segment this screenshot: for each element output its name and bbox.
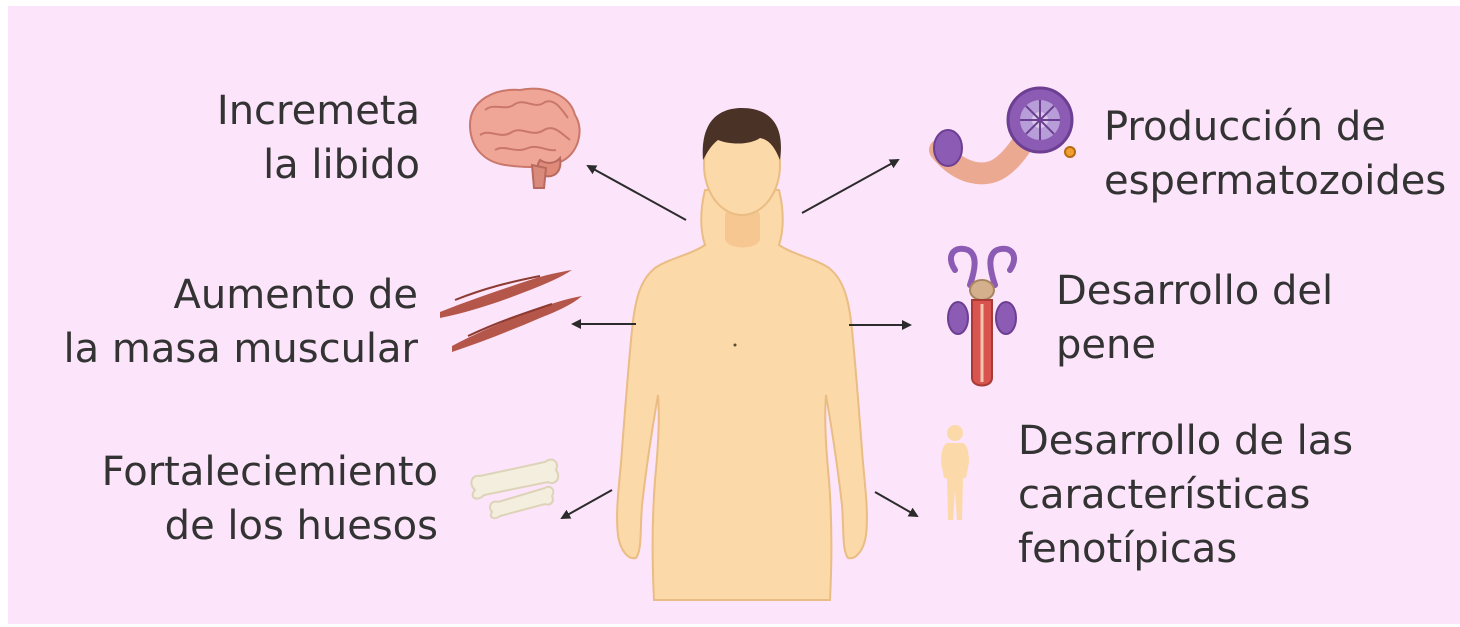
human-body <box>617 108 867 600</box>
brain-icon <box>470 89 580 188</box>
label-penis-line-1: Desarrollo del <box>1056 264 1333 318</box>
label-muscle-line-1: Aumento de <box>64 268 418 322</box>
arrow-sperm <box>802 160 898 213</box>
label-muscle: Aumento de la masa muscular <box>64 268 418 376</box>
label-libido-line-2: la libido <box>217 138 420 192</box>
label-libido: Incremeta la libido <box>217 84 420 192</box>
label-penis: Desarrollo del pene <box>1056 264 1333 372</box>
human-figure-icon <box>941 425 969 520</box>
label-phenotype-line-2: características <box>1018 468 1353 522</box>
bone-icon <box>471 460 558 519</box>
label-penis-line-2: pene <box>1056 318 1333 372</box>
label-sperm-line-2: espermatozoides <box>1104 154 1446 208</box>
label-muscle-line-2: la masa muscular <box>64 322 418 376</box>
label-phenotype-line-3: fenotípicas <box>1018 522 1353 576</box>
label-phenotype: Desarrollo de las características fenotí… <box>1018 414 1353 576</box>
label-sperm-line-1: Producción de <box>1104 100 1446 154</box>
label-bones-line-2: de los huesos <box>102 499 438 553</box>
label-phenotype-line-1: Desarrollo de las <box>1018 414 1353 468</box>
arrow-libido <box>588 166 686 220</box>
muscle-fiber-icon <box>440 270 582 352</box>
seminiferous-tubule-icon <box>934 88 1075 173</box>
label-sperm: Producción de espermatozoides <box>1104 100 1446 208</box>
arrow-bones <box>562 490 612 518</box>
label-bones-line-1: Fortaleciemiento <box>102 445 438 499</box>
male-reproductive-organ-icon <box>948 249 1016 386</box>
arrow-phenotype <box>875 492 917 516</box>
label-libido-line-1: Incremeta <box>217 84 420 138</box>
label-bones: Fortaleciemiento de los huesos <box>102 445 438 553</box>
